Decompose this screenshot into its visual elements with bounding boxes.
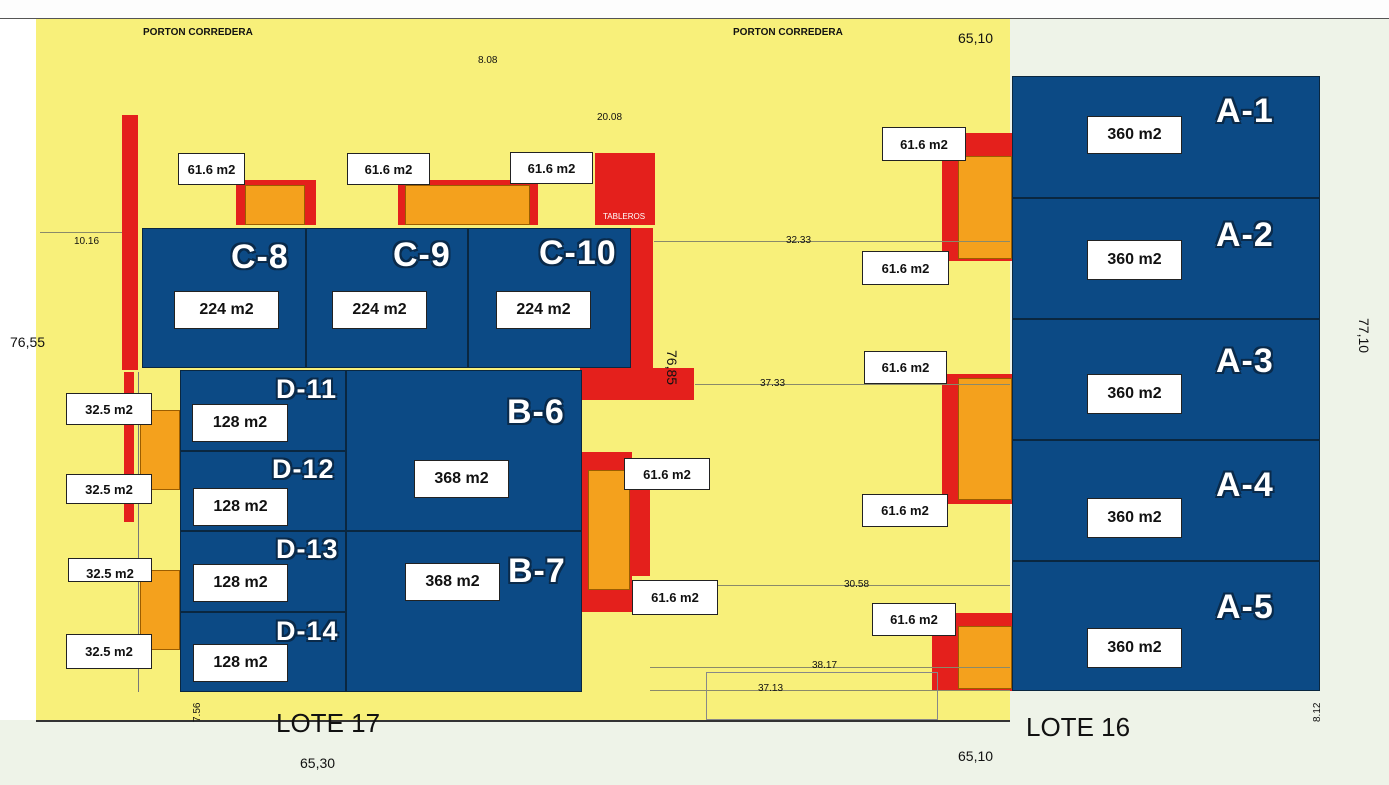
unit-name-a3: A-3 xyxy=(1216,342,1274,380)
unit-name-a4: A-4 xyxy=(1216,466,1274,504)
dimline-bottom-1 xyxy=(650,667,1010,668)
annex-label-c8: 61.6 m2 xyxy=(178,153,245,185)
annex-label-a-top: 61.6 m2 xyxy=(882,127,966,161)
unit-b7 xyxy=(346,531,582,692)
dimline-bottom-2 xyxy=(650,690,1010,691)
a-annex-rooms-3 xyxy=(958,626,1012,689)
unit-a3 xyxy=(1012,319,1320,440)
dimension-right-vertical: 77,10 xyxy=(1356,318,1372,354)
annex-label-c10: 61.6 m2 xyxy=(510,152,593,184)
area-label-b7: 368 m2 xyxy=(405,563,500,601)
annex-label-b-bottom: 61.6 m2 xyxy=(632,580,718,615)
dimline-left xyxy=(40,232,122,233)
unit-name-d13: D-13 xyxy=(276,534,339,564)
unit-name-b7: B-7 xyxy=(508,552,566,590)
unit-a5 xyxy=(1012,561,1320,691)
dimline-a-row-2 xyxy=(695,384,1010,385)
dimension-a-row-3: 30.58 xyxy=(844,579,870,590)
dimension-bottom-1: 38.17 xyxy=(812,660,838,671)
annex-label-b-top: 61.6 m2 xyxy=(624,458,710,490)
c-block-red-side xyxy=(631,228,653,368)
annex-label-d14: 32.5 m2 xyxy=(66,634,152,669)
unit-name-c9: C-9 xyxy=(393,236,451,274)
area-label-d14: 128 m2 xyxy=(193,644,288,682)
unit-name-d12: D-12 xyxy=(272,454,335,484)
dimension-a-row-1: 32.33 xyxy=(786,235,812,246)
annex-label-a3: 61.6 m2 xyxy=(864,351,947,384)
dimension-c-setback: 20.08 xyxy=(597,112,623,123)
area-label-d12: 128 m2 xyxy=(193,488,288,526)
area-label-b6: 368 m2 xyxy=(414,460,509,498)
street-band xyxy=(0,0,1389,19)
d-annex-red-1 xyxy=(124,372,134,522)
area-label-c8: 224 m2 xyxy=(174,291,279,329)
c9-annex-rooms xyxy=(405,185,530,225)
area-label-d11: 128 m2 xyxy=(192,404,288,442)
dimline-a-row-3 xyxy=(650,585,1010,586)
unit-name-a5: A-5 xyxy=(1216,588,1274,626)
unit-name-c10: C-10 xyxy=(539,234,617,272)
dimension-a-row-2: 37.33 xyxy=(760,378,786,389)
tableros-label: TABLEROS xyxy=(603,212,646,221)
a-annex-rooms-2 xyxy=(958,378,1012,500)
lot-17-border-bottom xyxy=(36,720,1010,722)
unit-name-c8: C-8 xyxy=(231,238,289,276)
unit-name-a1: A-1 xyxy=(1216,92,1274,130)
dimension-top-right: 65,10 xyxy=(958,30,994,46)
annex-label-a4: 61.6 m2 xyxy=(862,494,948,527)
parking-bays-bottom xyxy=(706,672,938,720)
dimension-mid-vertical: 76,85 xyxy=(664,350,680,386)
dimension-left-offset: 10.16 xyxy=(74,236,100,247)
unit-b6 xyxy=(346,370,582,531)
annex-label-a2: 61.6 m2 xyxy=(862,251,949,285)
dimension-bottom-right: 65,10 xyxy=(958,748,994,764)
annex-label-a5: 61.6 m2 xyxy=(872,603,956,636)
lote-17-label: LOTE 17 xyxy=(276,708,381,738)
c-block-red-corner xyxy=(580,368,694,400)
dimension-left-vertical: 76,55 xyxy=(10,334,46,350)
unit-name-d11: D-11 xyxy=(276,374,338,404)
area-label-c9: 224 m2 xyxy=(332,291,427,329)
gate-label-left: PORTON CORREDERA xyxy=(143,27,253,38)
annex-label-d13: 32.5 m2 xyxy=(68,558,152,582)
annex-label-d11: 32.5 m2 xyxy=(66,393,152,425)
c10-annex-red xyxy=(595,153,655,225)
area-label-a3: 360 m2 xyxy=(1087,374,1182,414)
dimension-bottom-left: 65,30 xyxy=(300,755,336,771)
dimension-bottom-right-small: 8.12 xyxy=(1312,702,1323,722)
lote-16-label: LOTE 16 xyxy=(1026,712,1131,742)
a-annex-rooms-1 xyxy=(958,156,1012,259)
area-label-a1: 360 m2 xyxy=(1087,116,1182,154)
area-label-a4: 360 m2 xyxy=(1087,498,1182,538)
unit-name-d14: D-14 xyxy=(276,616,339,646)
unit-name-b6: B-6 xyxy=(507,393,565,431)
area-label-a2: 360 m2 xyxy=(1087,240,1182,280)
dimension-bottom-left-small: 7.56 xyxy=(192,702,203,722)
annex-label-d12: 32.5 m2 xyxy=(66,474,152,504)
area-label-d13: 128 m2 xyxy=(193,564,288,602)
b-annex-rooms xyxy=(588,470,630,590)
gate-label-right: PORTON CORREDERA xyxy=(733,27,843,38)
dimline-a-row-1 xyxy=(654,241,1010,242)
left-wall-red xyxy=(122,115,138,370)
dimension-top-access: 8.08 xyxy=(478,55,498,66)
c8-annex-rooms xyxy=(245,185,305,225)
dimension-bottom-2: 37.13 xyxy=(758,683,784,694)
b-annex-red-side xyxy=(632,490,650,576)
annex-label-c9: 61.6 m2 xyxy=(347,153,430,185)
area-label-c10: 224 m2 xyxy=(496,291,591,329)
unit-name-a2: A-2 xyxy=(1216,216,1274,254)
area-label-a5: 360 m2 xyxy=(1087,628,1182,668)
